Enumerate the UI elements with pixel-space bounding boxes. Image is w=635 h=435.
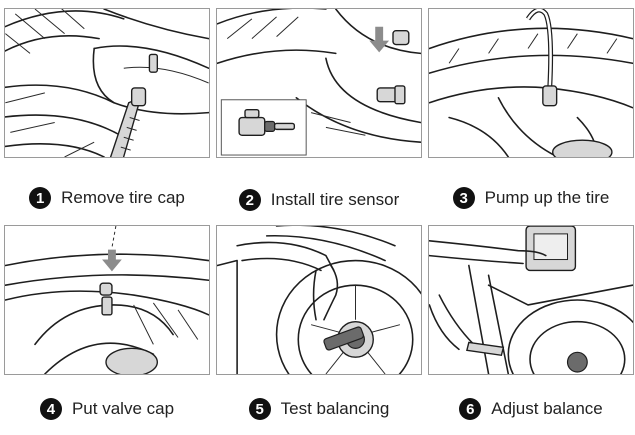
step-4-label: Put valve cap xyxy=(71,399,175,418)
step-5-number: 5 xyxy=(248,398,271,420)
step-3-label: Pump up the tire xyxy=(484,188,610,207)
install-tire-sensor-drawing xyxy=(217,9,421,156)
step-1-illustration xyxy=(4,8,210,158)
step-5-label: Test balancing xyxy=(280,399,390,418)
step-6-caption: 6 Adjust balance xyxy=(428,394,634,424)
step-3-caption: 3 Pump up the tire xyxy=(428,183,634,213)
test-balancing-drawing xyxy=(217,226,421,374)
step-6-label: Adjust balance xyxy=(491,399,603,418)
step-2-caption: 2 Install tire sensor xyxy=(216,185,422,215)
step-6-number: 6 xyxy=(459,398,482,420)
step-1-caption: 1 Remove tire cap xyxy=(4,183,210,213)
step-2-number: 2 xyxy=(238,189,261,211)
adjust-balance-drawing xyxy=(429,226,633,374)
pump-up-tire-drawing xyxy=(429,9,633,157)
step-4-number: 4 xyxy=(39,398,62,420)
remove-tire-cap-drawing xyxy=(5,9,209,157)
step-6-illustration xyxy=(428,225,634,375)
step-5-illustration xyxy=(216,225,422,375)
step-4-illustration xyxy=(4,225,210,375)
step-3-illustration xyxy=(428,8,634,158)
step-2-label: Install tire sensor xyxy=(270,190,400,209)
step-4-caption: 4 Put valve cap xyxy=(4,394,210,424)
step-1-label: Remove tire cap xyxy=(61,188,185,207)
put-valve-cap-drawing xyxy=(5,226,209,374)
step-2-illustration xyxy=(216,8,422,158)
step-5-caption: 5 Test balancing xyxy=(216,394,422,424)
step-3-number: 3 xyxy=(452,187,475,209)
step-1-number: 1 xyxy=(29,187,52,209)
